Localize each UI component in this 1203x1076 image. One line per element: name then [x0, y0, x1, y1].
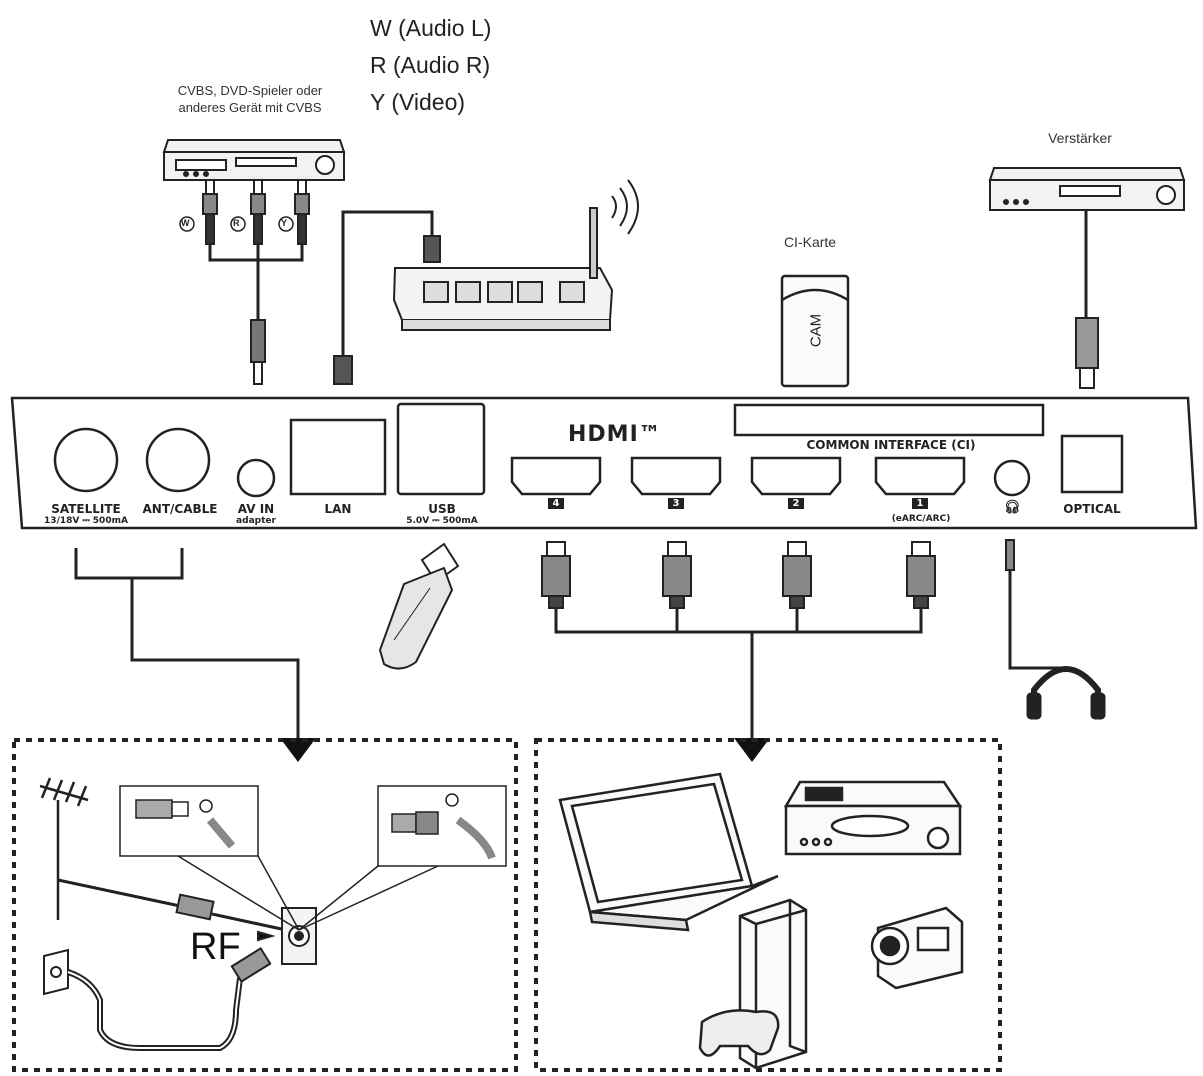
amplifier-icon: [988, 167, 1186, 389]
hdmi2-label: 2: [788, 498, 804, 509]
arrow-down-icon: [280, 738, 316, 762]
hdmi1-label: 1: [912, 498, 928, 509]
satellite-port: [53, 427, 119, 493]
optical-port-label: OPTICAL: [1063, 502, 1121, 516]
antenna-source-box: [12, 738, 518, 1072]
usb-port-label: USB 5.0V ⎓ 500mA: [406, 502, 478, 526]
rca-plug-w-label: W: [181, 218, 190, 228]
hdmi-cable-icons: [541, 541, 936, 609]
rca-legend-yellow: Y (Video): [370, 89, 466, 115]
headphone-symbol: 🎧︎: [1003, 500, 1021, 515]
headphone-port: [993, 459, 1031, 497]
tv-back-panel: [10, 396, 1198, 530]
headphone-icon: [1005, 539, 1106, 720]
hdmi4-label: 4: [548, 498, 564, 509]
router-icon: [392, 179, 639, 331]
ci-card-label: CI-Karte: [783, 234, 837, 250]
hdmi-port-3: [630, 456, 722, 496]
laptop-icon: [558, 772, 779, 932]
ant-cable-port: [145, 427, 211, 493]
hdmi3-label: 3: [668, 498, 684, 509]
lan-cable-icon: [333, 210, 441, 385]
lan-port: [289, 418, 387, 496]
tv-rf-socket-icon: [257, 907, 317, 965]
ci-slot: [733, 403, 1045, 437]
av-in-port-label: AV IN adapter: [236, 502, 276, 526]
optical-port: [1060, 434, 1124, 494]
cam-label: CAM: [807, 313, 825, 348]
hdmi1-earc-label: (eARC/ARC): [891, 514, 951, 524]
hdmi-source-box: [534, 738, 1002, 1072]
wall-socket-icon: [43, 946, 272, 1051]
rf-label: RF: [190, 926, 241, 968]
arrow-down-icon: [734, 738, 770, 762]
satellite-port-label: SATELLITE 13/18V ⎓ 500mA: [44, 502, 128, 526]
rca-legend: W (Audio L) R (Audio R) Y (Video): [370, 10, 491, 121]
dvd-player-icon: [162, 139, 346, 181]
rca-legend-red: R (Audio R): [370, 52, 491, 78]
cvbs-device-label: CVBS, DVD-Spieler oder anderes Gerät mit…: [177, 83, 323, 115]
rca-plug-y-label: Y: [281, 218, 288, 228]
ant-cable-port-label: ANT/CABLE: [142, 502, 218, 516]
amplifier-label: Verstärker: [1048, 130, 1112, 146]
hdmi-connection-lines: [554, 608, 923, 740]
rca-legend-white: W (Audio L): [370, 15, 492, 41]
hdmi-port-1: [874, 456, 966, 496]
camcorder-icon: [870, 906, 964, 990]
antenna-icon: [39, 777, 181, 920]
game-console-icon: [698, 898, 808, 1070]
rca-plug-r-label: R: [233, 218, 240, 228]
usb-stick-icon: [378, 542, 460, 670]
connector-detail-callouts: [119, 785, 507, 931]
lan-port-label: LAN: [324, 502, 352, 516]
hdmi-logo: HDMI™: [568, 422, 662, 447]
hdmi-port-4: [510, 456, 602, 496]
coax-cable-icon: [175, 893, 287, 932]
antenna-connection-lines: [74, 548, 300, 740]
av-in-port: [236, 458, 276, 498]
dvd-player-icon: [783, 780, 963, 856]
usb-port: [396, 402, 486, 496]
rca-cable-icon: [179, 179, 310, 385]
ci-card-icon: [780, 274, 850, 388]
common-interface-label: COMMON INTERFACE (CI): [806, 438, 976, 452]
hdmi-port-2: [750, 456, 842, 496]
